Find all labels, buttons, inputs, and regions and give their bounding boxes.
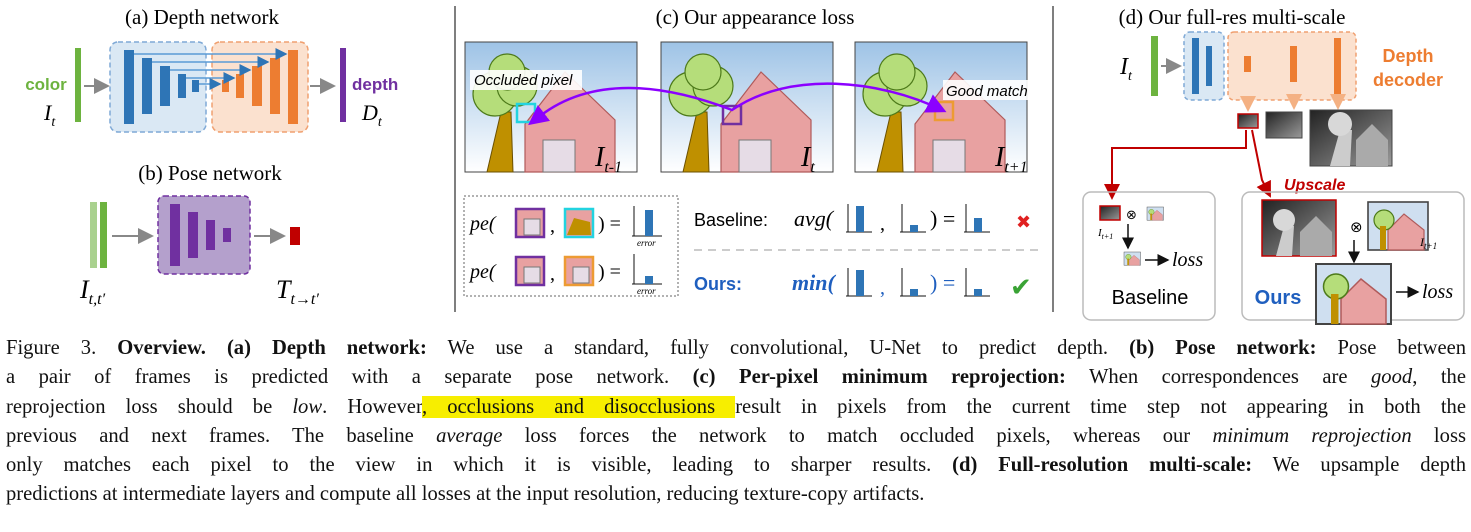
occluded-pixel-label: Occluded pixel bbox=[474, 72, 573, 89]
caption-text: good bbox=[1371, 366, 1413, 389]
svg-text:It+1: It+1 bbox=[994, 142, 1028, 176]
svg-text:,: , bbox=[880, 277, 885, 299]
baseline-label-d: Baseline bbox=[1112, 287, 1189, 309]
svg-text:It+1: It+1 bbox=[1097, 227, 1113, 241]
baseline-loss-label: loss bbox=[1172, 249, 1203, 271]
caption-text: minimum reprojection bbox=[1212, 424, 1412, 447]
depth-map-small bbox=[1237, 113, 1259, 129]
svg-text:⊗: ⊗ bbox=[1350, 218, 1363, 236]
caption-text: , the bbox=[1412, 366, 1466, 389]
caption-text: reprojection loss should be bbox=[6, 395, 293, 418]
caption-text: loss forces the network to match occlude… bbox=[502, 424, 1213, 447]
caption-text: predictions at intermediate layers and c… bbox=[6, 483, 925, 506]
svg-text:error: error bbox=[637, 238, 656, 248]
svg-text:,: , bbox=[550, 215, 555, 237]
depth-decoder-label-2: decoder bbox=[1373, 70, 1443, 90]
good-match-label: Good match bbox=[946, 83, 1028, 100]
caption-text: previous and next frames. The baseline bbox=[6, 424, 437, 447]
svg-text:,: , bbox=[880, 213, 885, 235]
svg-text:) =: ) = bbox=[930, 270, 955, 295]
svg-text:min(: min( bbox=[792, 270, 836, 295]
svg-text:⊗: ⊗ bbox=[1126, 208, 1137, 223]
svg-text:pe(: pe( bbox=[468, 261, 497, 283]
svg-text:) =: ) = bbox=[598, 213, 621, 235]
caption-text: Overview. (a) Depth network: bbox=[117, 337, 427, 359]
caption-text: average bbox=[436, 424, 503, 447]
frame-cur: It bbox=[660, 41, 834, 176]
svg-text:) =: ) = bbox=[930, 206, 955, 231]
figure-caption: Figure 3. Overview. (a) Depth network: W… bbox=[6, 334, 1466, 510]
caption-text: When correspondences are bbox=[1065, 366, 1371, 389]
panel-b-title: (b) Pose network bbox=[138, 161, 282, 185]
baseline-box-d bbox=[1082, 191, 1216, 321]
cross-mark: ✖ bbox=[1016, 212, 1031, 233]
caption-text: a pair of frames is predicted with a sep… bbox=[6, 366, 693, 389]
caption-text: . However bbox=[322, 395, 422, 418]
input-it-label: It bbox=[43, 100, 56, 130]
baseline-row: Baseline: avg( , ) = ✖ bbox=[694, 204, 1031, 235]
caption-line: only matches each pixel to the view in w… bbox=[6, 451, 1466, 480]
panel-c-appearance-loss: (c) Our appearance loss It-1 It It+1 Occ… bbox=[463, 5, 1041, 303]
caption-highlight: , occlusions and disocclusions bbox=[421, 395, 736, 418]
panel-a-depth-network: (a) Depth network color It depth Dt bbox=[25, 5, 398, 133]
panel-d-title: (d) Our full-res multi-scale bbox=[1119, 5, 1346, 29]
pe-row-1: pe( , ) = error bbox=[468, 206, 662, 248]
caption-line: Figure 3. Overview. (a) Depth network: W… bbox=[6, 334, 1466, 363]
svg-text:,: , bbox=[550, 263, 555, 285]
caption-line: reprojection loss should be low. However… bbox=[6, 393, 1466, 422]
caption-text: only matches each pixel to the view in w… bbox=[6, 454, 953, 477]
pe-box bbox=[463, 195, 679, 297]
depth-output-bar bbox=[340, 48, 346, 122]
depth-decoder-label-1: Depth bbox=[1383, 46, 1434, 66]
caption-text: (c) Per-pixel minimum reprojection: bbox=[692, 366, 1066, 389]
caption-text: We use a standard, fully convolutional, … bbox=[426, 337, 1130, 359]
svg-text:error: error bbox=[637, 286, 656, 296]
caption-line: a pair of frames is predicted with a sep… bbox=[6, 363, 1466, 392]
caption-text: Figure 3. bbox=[6, 337, 118, 359]
caption-text: We upsample depth bbox=[1252, 454, 1466, 477]
panel-c-title: (c) Our appearance loss bbox=[656, 5, 855, 29]
pose-output bbox=[290, 227, 300, 245]
color-input-bar bbox=[75, 48, 81, 122]
input-itt-label: It,t′ bbox=[79, 275, 106, 308]
color-label: color bbox=[25, 75, 67, 94]
caption-line: previous and next frames. The baseline a… bbox=[6, 422, 1466, 451]
svg-text:pe(: pe( bbox=[468, 213, 497, 235]
encoder-box-d bbox=[1183, 31, 1225, 101]
depth-map-med bbox=[1265, 111, 1303, 139]
caption-text: result in pixels from the current time s… bbox=[735, 395, 1466, 418]
output-t-label: Tt→t′ bbox=[276, 275, 319, 308]
input-it-label-d: It bbox=[1119, 54, 1133, 84]
caption-text: low bbox=[292, 395, 323, 418]
svg-text:Ours:: Ours: bbox=[694, 274, 742, 294]
output-dt-label: Dt bbox=[361, 100, 383, 130]
upscale-label: Upscale bbox=[1284, 177, 1345, 194]
correspondence-arrow bbox=[528, 82, 947, 126]
pose-net-box bbox=[157, 195, 251, 275]
caption-text: (b) Pose network: bbox=[1129, 337, 1317, 359]
svg-text:It-1: It-1 bbox=[594, 142, 622, 176]
svg-text:It: It bbox=[800, 142, 815, 176]
ours-row: Ours: min( , ) = ✔ bbox=[694, 268, 1032, 303]
caption-text: Pose between bbox=[1316, 337, 1467, 359]
depth-label: depth bbox=[352, 75, 398, 94]
caption-line: predictions at intermediate layers and c… bbox=[6, 480, 1466, 509]
ours-label-d: Ours bbox=[1255, 287, 1302, 309]
svg-text:) =: ) = bbox=[598, 261, 621, 283]
check-mark: ✔ bbox=[1010, 273, 1032, 303]
svg-text:avg(: avg( bbox=[794, 206, 835, 231]
caption-text: (d) Full-resolution multi-scale: bbox=[952, 454, 1253, 477]
svg-text:Baseline:: Baseline: bbox=[694, 210, 768, 230]
overview-figure: (a) Depth network color It depth Dt (b) … bbox=[25, 5, 1465, 326]
caption-text: loss bbox=[1411, 424, 1466, 447]
pe-row-2: pe( , ) = error bbox=[468, 254, 662, 296]
ours-loss-label: loss bbox=[1422, 281, 1453, 303]
skip-connections bbox=[134, 48, 288, 90]
panel-a-title: (a) Depth network bbox=[125, 5, 279, 29]
panel-b-pose-network: (b) Pose network It,t′ Tt→t′ bbox=[79, 161, 319, 308]
panel-d-multiscale: (d) Our full-res multi-scale It Depth de… bbox=[1082, 5, 1465, 326]
